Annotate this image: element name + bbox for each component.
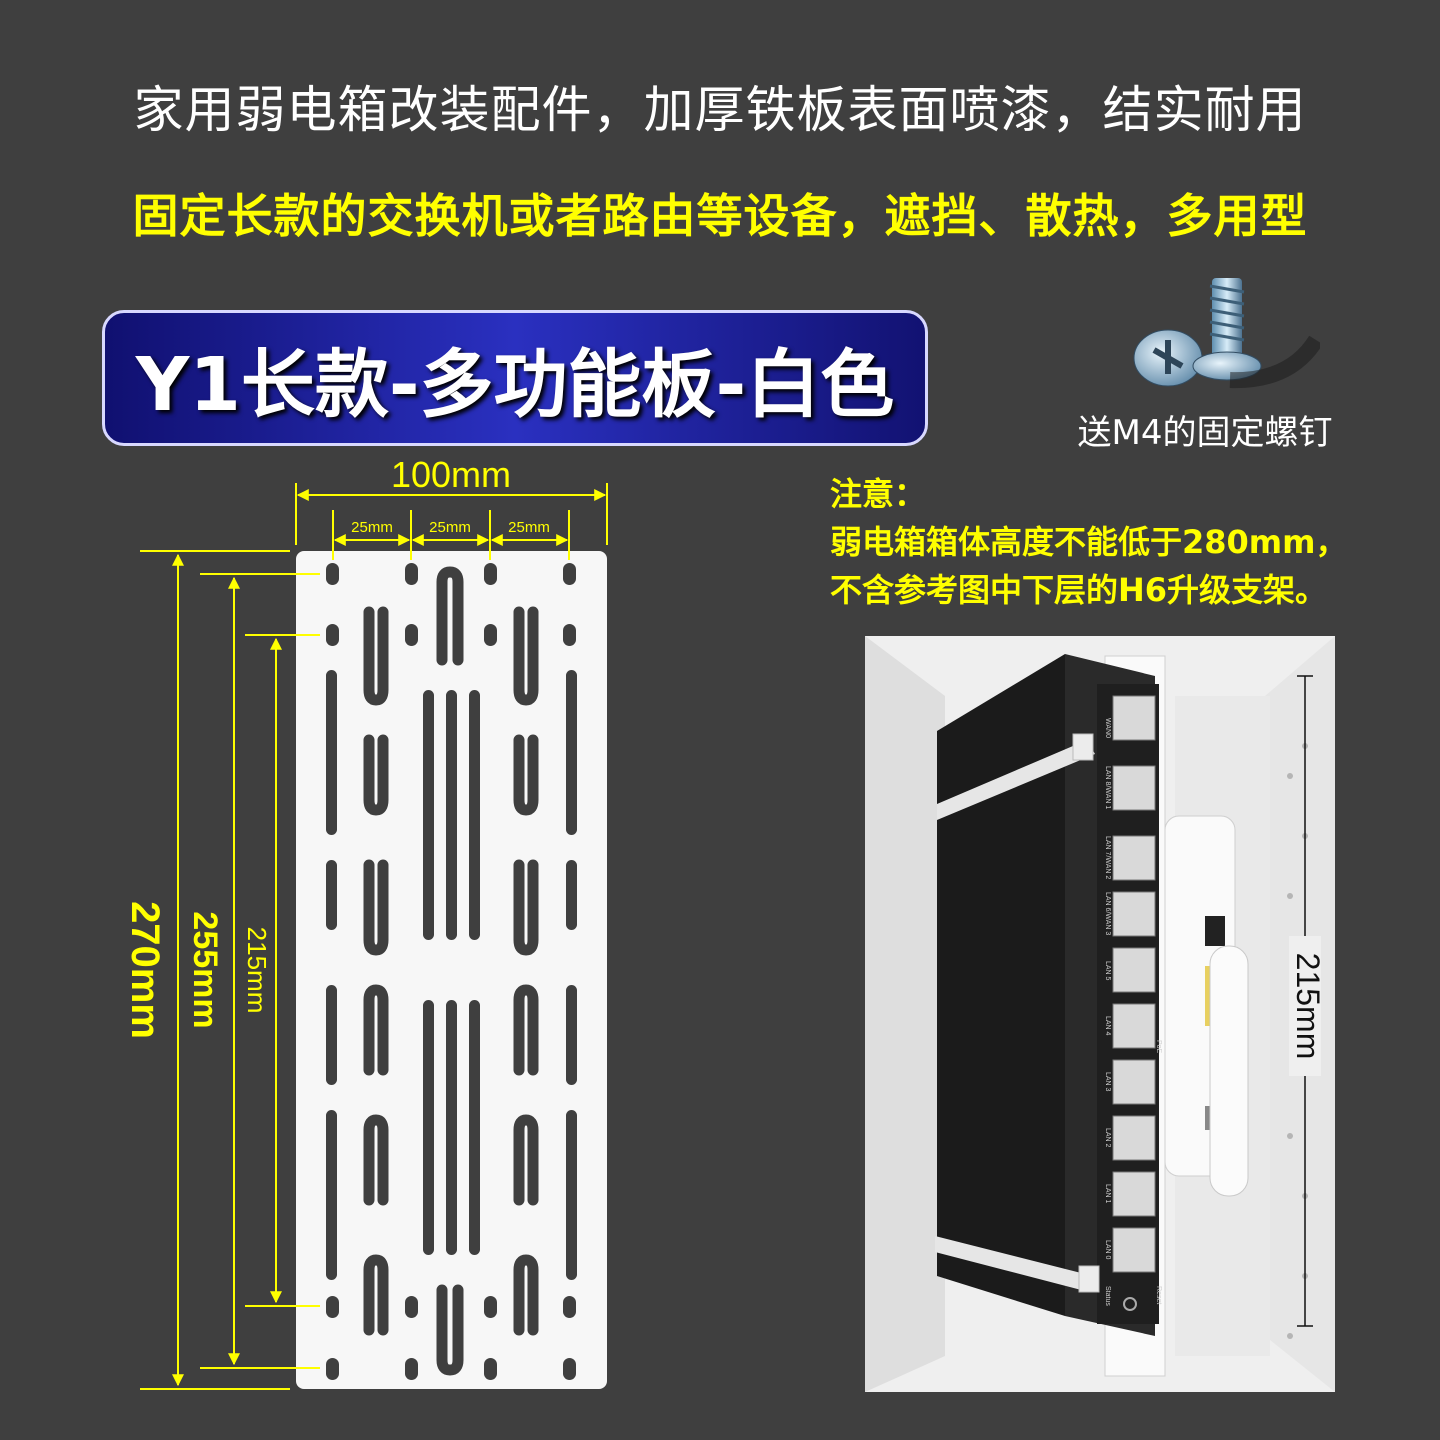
- port-label: LAN 3: [1104, 1072, 1111, 1092]
- notice-heading: 注意：: [830, 475, 927, 513]
- reset-label: Reset: [1155, 1286, 1162, 1304]
- dim-height-total: 270mm: [123, 901, 167, 1039]
- port-label: LAN 0: [1104, 1240, 1111, 1260]
- dim-spacing-3: 25mm: [508, 519, 550, 536]
- dim-height-outer-holes: 255mm: [186, 911, 224, 1028]
- reference-photo: 215mm WAN0 LAN 8/WAN 1 LAN 7/WAN 2 LAN 6…: [865, 636, 1335, 1392]
- screw-label: 送M4的固定螺钉: [1077, 413, 1333, 453]
- port-label: LAN 6/WAN 3: [1104, 892, 1111, 935]
- plate-drawing: 100mm 25mm 25mm 25mm 270mm 255mm 215mm: [123, 454, 608, 1390]
- screw-icon: [1133, 278, 1320, 389]
- dim-width-total: 100mm: [391, 454, 511, 495]
- notice-line-2: 不含参考图中下层的H6升级支架。: [830, 571, 1328, 609]
- notice-line-1: 弱电箱箱体高度不能低于280mm，: [830, 523, 1348, 561]
- port-label: LAN 1: [1104, 1184, 1111, 1204]
- plate-slots: [326, 563, 577, 1380]
- port-label: LAN 8/WAN 1: [1104, 766, 1111, 809]
- status-label: Status: [1104, 1286, 1111, 1306]
- page-title: 家用弱电箱改装配件，加厚铁板表面喷漆，结实耐用: [133, 81, 1307, 139]
- port-label: LAN 7/WAN 2: [1104, 836, 1111, 879]
- dim-spacing-2: 25mm: [429, 519, 471, 536]
- page-subtitle: 固定长款的交换机或者路由等设备，遮挡、散热，多用型: [132, 189, 1308, 243]
- installed-switch-illustration: 215mm WAN0 LAN 8/WAN 1 LAN 7/WAN 2 LAN 6…: [865, 636, 1335, 1392]
- mounting-plate: [296, 551, 607, 1389]
- port-label: LAN 4: [1104, 1016, 1111, 1036]
- port-label: LAN 2: [1104, 1128, 1111, 1148]
- product-badge: Y1长款-多功能板-白色: [102, 310, 928, 446]
- product-badge-label: Y1长款-多功能板-白色: [135, 341, 895, 428]
- dim-spacing-1: 25mm: [351, 519, 393, 536]
- dim-height-inner-holes: 215mm: [242, 927, 272, 1014]
- poe-label: PoE: [1155, 1040, 1162, 1054]
- port-label: WAN0: [1104, 718, 1111, 738]
- notice-block: 注意： 弱电箱箱体高度不能低于280mm， 不含参考图中下层的H6升级支架。: [830, 470, 1348, 614]
- port-label: LAN 5: [1104, 961, 1111, 981]
- photo-dim-height: 215mm: [1290, 953, 1326, 1060]
